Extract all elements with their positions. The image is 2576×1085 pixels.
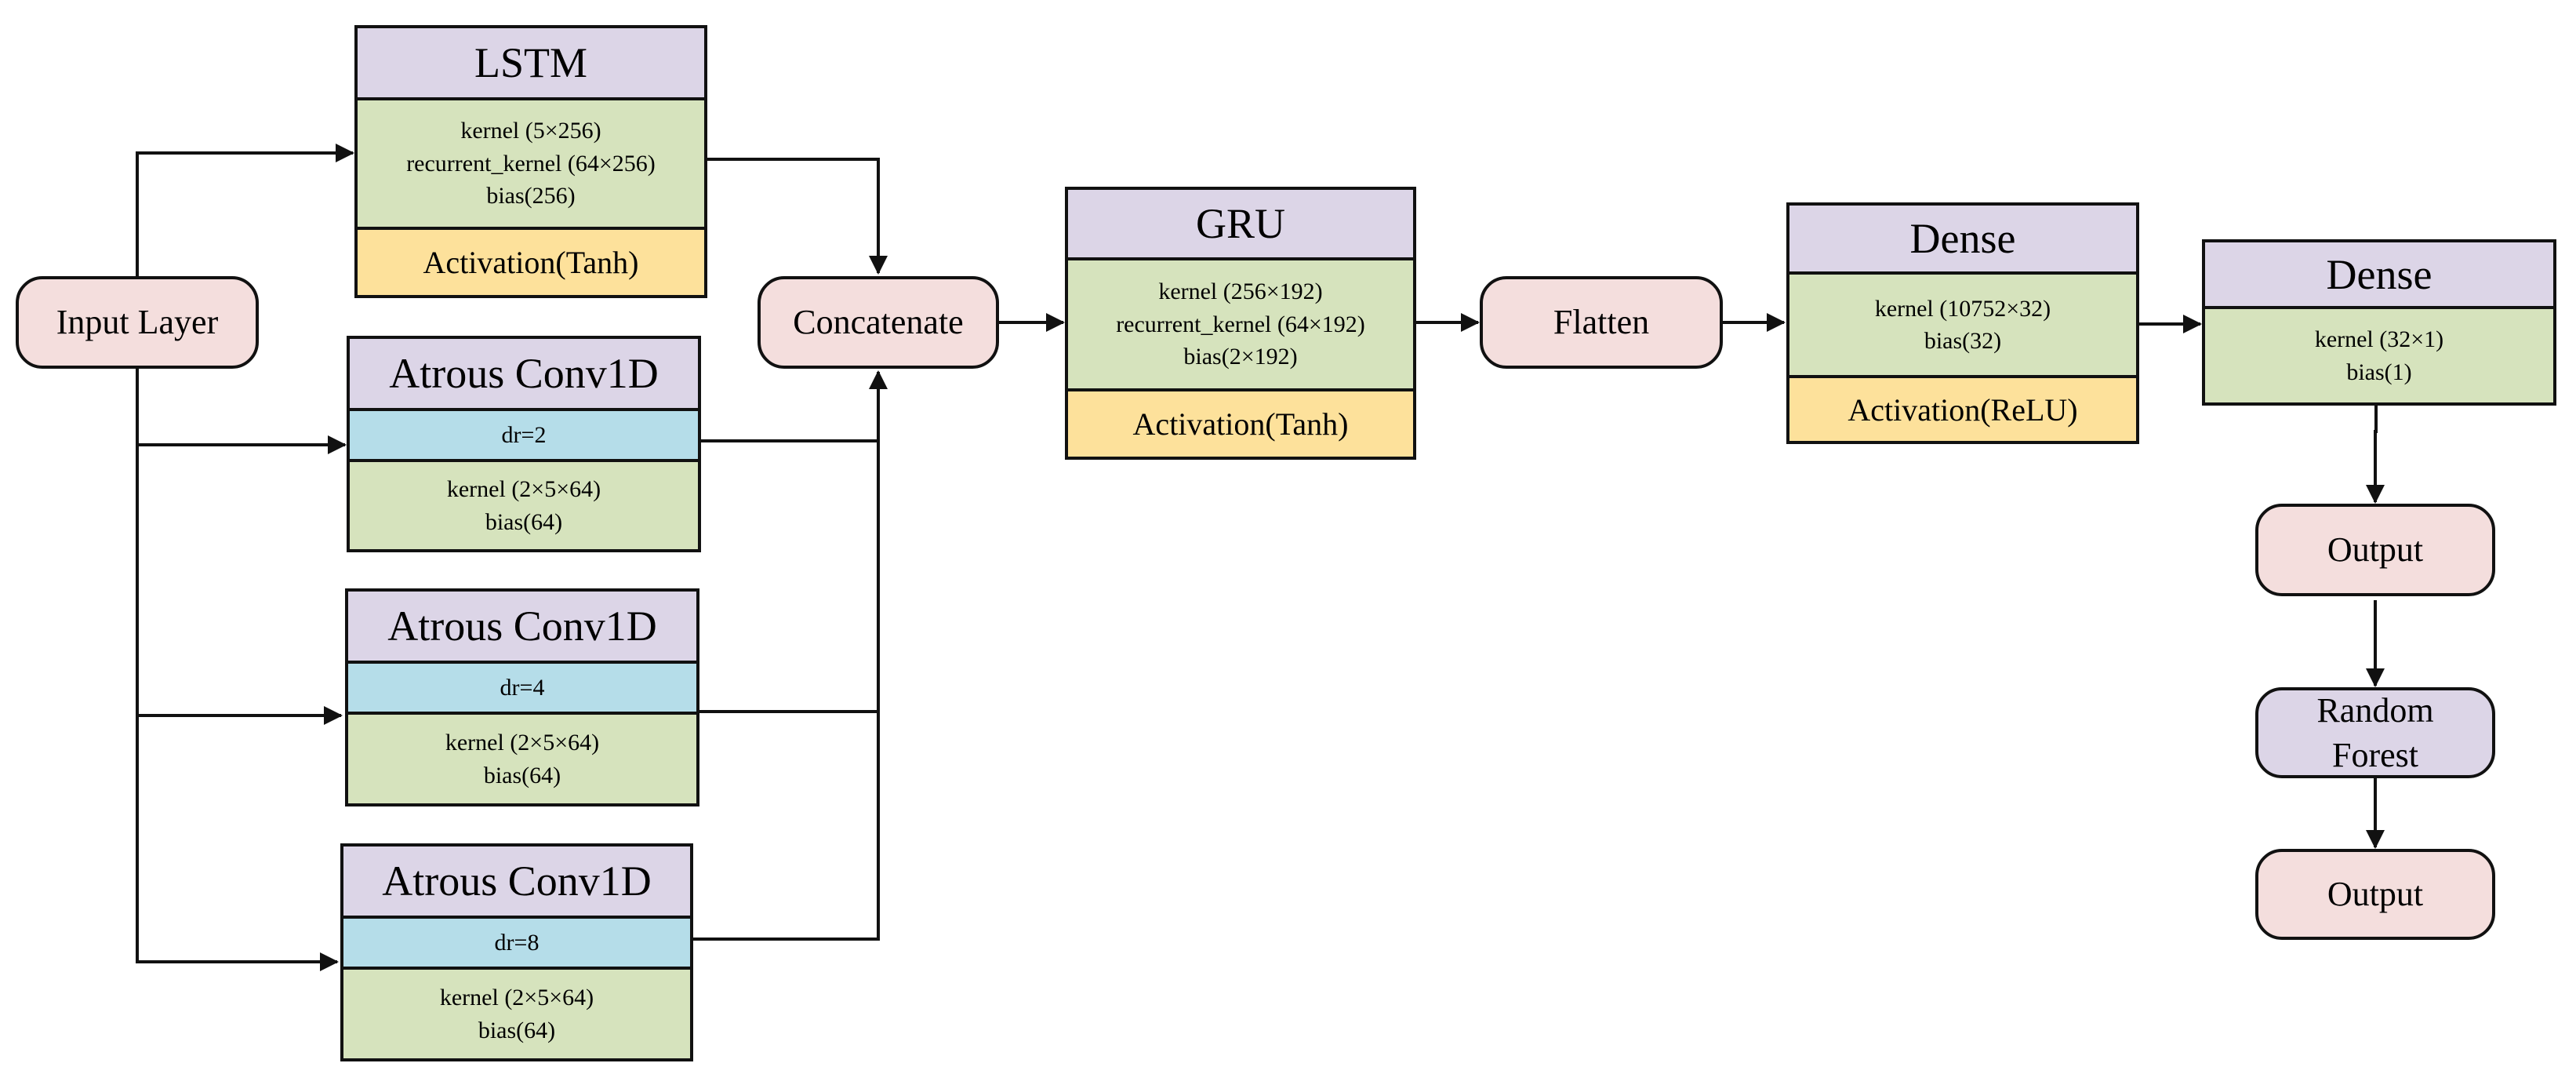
wire-lstm-to-concat (704, 158, 888, 275)
dense1-param: bias(32) (1924, 328, 2002, 354)
dense2-param: bias(1) (2346, 359, 2412, 385)
conv-b-params: kernel (2×5×64) bias(64) (348, 715, 696, 803)
random-forest-node: Random Forest (2255, 687, 2495, 778)
input-layer-label: Input Layer (56, 303, 219, 342)
conv-a-title: Atrous Conv1D (350, 339, 698, 411)
lstm-activation: Activation(Tanh) (358, 230, 704, 295)
random-forest-label-line1: Random (2316, 690, 2434, 730)
lstm-param: bias(256) (486, 183, 576, 209)
atrous-conv1d-block-dr8: Atrous Conv1D dr=8 kernel (2×5×64) bias(… (340, 843, 693, 1061)
lstm-param: kernel (5×256) (460, 118, 601, 144)
output-node-2: Output (2255, 849, 2495, 940)
conv-b-dilation-rate: dr=4 (348, 664, 696, 715)
concatenate-node: Concatenate (758, 276, 999, 369)
conv-c-dilation-rate: dr=8 (343, 919, 690, 970)
input-layer-node: Input Layer (16, 276, 259, 369)
dense-block-1: Dense kernel (10752×32) bias(32) Activat… (1786, 202, 2139, 444)
gru-param: recurrent_kernel (64×192) (1116, 311, 1365, 337)
wire-input-to-lstm (136, 144, 354, 276)
gru-param: bias(2×192) (1183, 344, 1298, 370)
gru-params: kernel (256×192) recurrent_kernel (64×19… (1068, 260, 1413, 391)
conv-c-param: kernel (2×5×64) (439, 985, 594, 1011)
conv-a-param: bias(64) (485, 508, 563, 535)
conv-b-title: Atrous Conv1D (348, 592, 696, 664)
lstm-title: LSTM (358, 28, 704, 100)
lstm-block: LSTM kernel (5×256) recurrent_kernel (64… (354, 25, 707, 298)
output-node-1: Output (2255, 504, 2495, 596)
wire-dense2-to-output (2366, 404, 2385, 504)
dense1-title: Dense (1789, 206, 2136, 275)
conv-b-param: kernel (2×5×64) (445, 730, 600, 756)
gru-param: kernel (256×192) (1158, 279, 1323, 305)
conv-a-dilation-rate: dr=2 (350, 411, 698, 462)
lstm-params: kernel (5×256) recurrent_kernel (64×256)… (358, 100, 704, 230)
wire-input-trunk (136, 369, 339, 971)
dense1-params: kernel (10752×32) bias(32) (1789, 275, 2136, 378)
gru-activation: Activation(Tanh) (1068, 391, 1413, 457)
conv-a-param: kernel (2×5×64) (446, 476, 601, 503)
output-label-1: Output (2327, 530, 2424, 570)
conv-c-title: Atrous Conv1D (343, 847, 690, 919)
concatenate-label: Concatenate (793, 303, 964, 342)
dense-block-2: Dense kernel (32×1) bias(1) (2202, 239, 2556, 406)
conv-a-params: kernel (2×5×64) bias(64) (350, 462, 698, 549)
atrous-conv1d-block-dr2: Atrous Conv1D dr=2 kernel (2×5×64) bias(… (347, 336, 701, 552)
random-forest-label-line2: Forest (2332, 736, 2418, 774)
dense1-param: kernel (10752×32) (1874, 295, 2051, 322)
lstm-param: recurrent_kernel (64×256) (406, 150, 656, 177)
wire-conv-c-to-concat (692, 370, 888, 941)
output-label-2: Output (2327, 875, 2424, 914)
atrous-conv1d-block-dr4: Atrous Conv1D dr=4 kernel (2×5×64) bias(… (345, 588, 699, 806)
dense2-title: Dense (2205, 242, 2553, 309)
conv-c-param: bias(64) (478, 1017, 556, 1043)
dense2-param: kernel (32×1) (2314, 326, 2444, 353)
flatten-label: Flatten (1553, 303, 1650, 342)
conv-c-params: kernel (2×5×64) bias(64) (343, 970, 690, 1058)
gru-title: GRU (1068, 190, 1413, 260)
dense1-activation: Activation(ReLU) (1789, 378, 2136, 441)
gru-block: GRU kernel (256×192) recurrent_kernel (6… (1065, 187, 1416, 460)
conv-b-param: bias(64) (483, 762, 561, 788)
flatten-node: Flatten (1480, 276, 1723, 369)
dense2-params: kernel (32×1) bias(1) (2205, 309, 2553, 402)
